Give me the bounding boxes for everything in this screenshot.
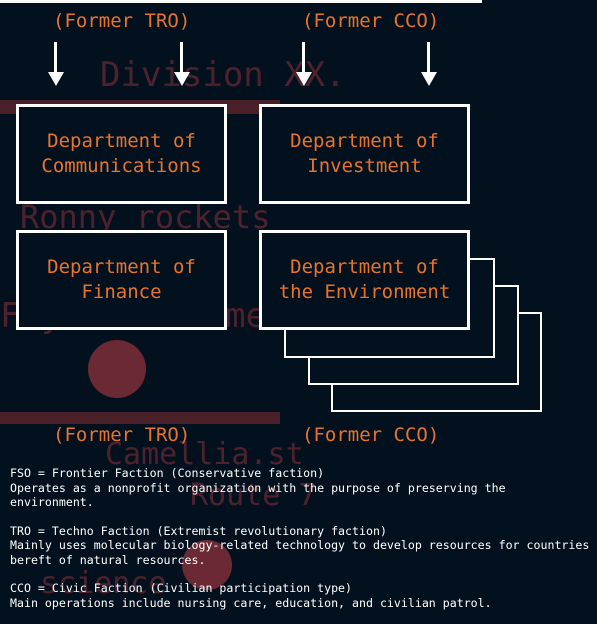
down-arrow-icon [296, 42, 312, 86]
background-circle [182, 540, 232, 590]
department-finance-label: Department of Finance [47, 256, 196, 303]
department-environment-box: Department of the Environment [259, 230, 470, 330]
background-word: science [40, 566, 167, 601]
legend-entry-fso: FSO = Frontier Faction (Conservative fac… [10, 466, 590, 510]
background-bar [0, 412, 280, 424]
legend-entry-tro: TRO = Techno Faction (Extremist revoluti… [10, 524, 590, 568]
department-investment-box: Department of Investment [259, 104, 470, 204]
department-environment-label: Department of the Environment [278, 256, 451, 303]
department-investment-label: Department of Investment [290, 130, 439, 177]
legend-title: CCO = Civic Faction (Civilian participat… [10, 581, 353, 595]
header-former-cco-bottom: (Former CCO) [302, 424, 440, 446]
department-finance-box: Department of Finance [16, 230, 227, 330]
background-word: Ronny rockets [20, 198, 271, 236]
down-arrow-icon [421, 42, 437, 86]
header-former-cco-top: (Former CCO) [302, 10, 440, 32]
down-arrow-icon [174, 42, 190, 86]
background-word: Route 7 [190, 478, 317, 513]
legend-description: Mainly uses molecular biology-related te… [10, 538, 590, 567]
background-word: Camellia.st [105, 437, 304, 472]
legend-title: FSO = Frontier Faction (Conservative fac… [10, 466, 325, 480]
department-communications-label: Department of Communications [41, 130, 202, 177]
legend-entry-cco: CCO = Civic Faction (Civilian participat… [10, 581, 590, 610]
org-diagram: Division XX. Ronny rockets Fuyuki's home… [0, 0, 589, 610]
legend-title: TRO = Techno Faction (Extremist revoluti… [10, 523, 387, 538]
header-former-tro-top: (Former TRO) [53, 10, 191, 32]
department-communications-box: Department of Communications [16, 104, 227, 204]
top-border-line [0, 0, 482, 3]
background-circle [88, 340, 146, 398]
down-arrow-icon [48, 42, 64, 86]
legend: FSO = Frontier Faction (Conservative fac… [10, 466, 590, 624]
legend-description: Operates as a nonprofit organization wit… [10, 480, 506, 510]
header-former-tro-bottom: (Former TRO) [53, 424, 191, 446]
